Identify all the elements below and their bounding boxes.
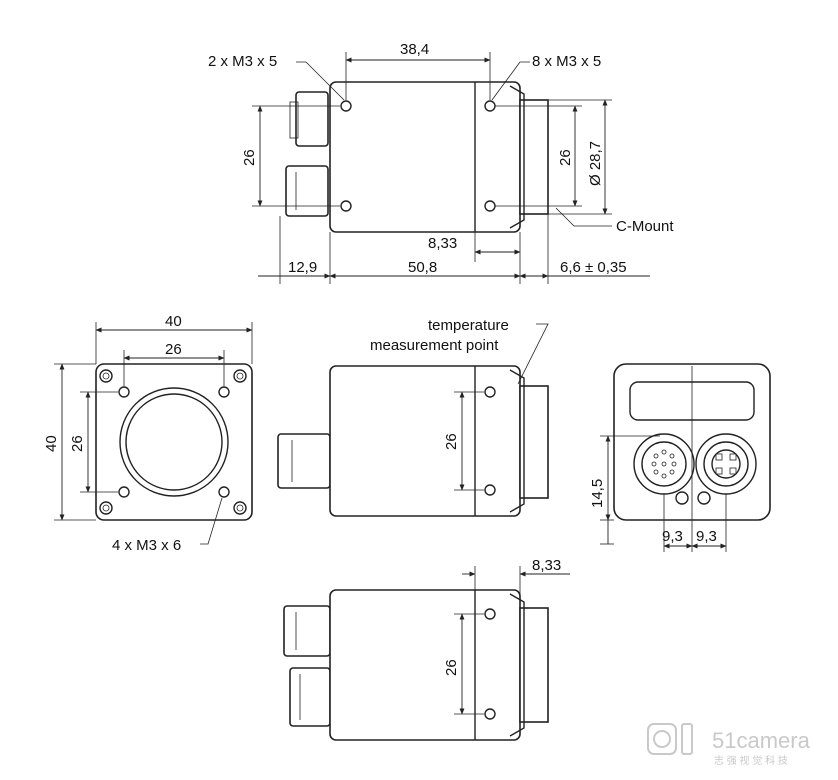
front-hole xyxy=(99,369,113,383)
side-camera-body xyxy=(329,365,521,517)
watermark-tagline: 志 强 视 觉 科 技 xyxy=(714,754,788,767)
temperature-label-line1: temperature xyxy=(428,317,509,334)
top-connector-len-label: 12,9 xyxy=(288,259,317,276)
watermark-brand: 51camera xyxy=(712,728,811,753)
side-connector xyxy=(277,433,331,489)
bottom-height-label: 26 xyxy=(443,659,460,676)
front-hole xyxy=(233,369,247,383)
top-holes-right-label: 8 x M3 x 5 xyxy=(532,53,601,70)
top-body-len-label: 50,8 xyxy=(408,259,437,276)
front-lens-opening xyxy=(119,387,229,497)
top-connector-upper xyxy=(295,91,329,147)
top-flange-label: 6,6 ± 0,35 xyxy=(560,259,627,276)
bottom-hole xyxy=(484,708,496,720)
top-holes-left-label: 2 x M3 x 5 xyxy=(208,53,277,70)
bottom-view: 26 8,33 xyxy=(283,557,570,741)
watermark-logo: 51camera 志 强 视 觉 科 技 xyxy=(647,723,811,767)
bottom-connector-lower xyxy=(289,667,331,727)
rear-connector-ethernet xyxy=(695,433,757,495)
front-hole xyxy=(218,486,230,498)
front-inner-height-label: 26 xyxy=(69,435,86,452)
front-hole xyxy=(118,486,130,498)
front-width-label: 40 xyxy=(165,313,182,330)
front-inner-width-label: 26 xyxy=(165,341,182,358)
rear-led xyxy=(697,491,711,505)
top-lens-inner-label: 26 xyxy=(557,149,574,166)
rear-pitch-left-label: 9,3 xyxy=(662,528,683,545)
front-holes-label: 4 x M3 x 6 xyxy=(112,537,181,554)
temperature-label-line2: measurement point xyxy=(370,337,499,354)
bottom-offset-label: 8,33 xyxy=(532,557,561,574)
front-view: 40 26 40 26 4 x M3 x 6 xyxy=(43,313,253,554)
top-camera-body xyxy=(329,81,521,233)
top-width-label: 38,4 xyxy=(400,41,429,58)
front-hole xyxy=(118,386,130,398)
top-hole xyxy=(340,200,352,212)
top-hole xyxy=(340,100,352,112)
top-lens-diameter-label: Ø 28,7 xyxy=(587,141,604,186)
front-plate xyxy=(95,363,253,521)
top-height-label: 26 xyxy=(241,149,258,166)
front-hole xyxy=(218,386,230,398)
bottom-camera-body xyxy=(329,589,521,741)
rear-height-label: 14,5 xyxy=(589,479,606,508)
top-connector-lower xyxy=(285,165,329,217)
front-height-label: 40 xyxy=(43,435,60,452)
rear-view: 14,5 9,3 9,3 xyxy=(589,363,771,552)
front-hole xyxy=(233,501,247,515)
side-hole xyxy=(484,386,496,398)
front-hole xyxy=(99,501,113,515)
top-view: 2 x M3 x 5 8 x M3 x 5 38,4 26 26 Ø 28,7 … xyxy=(208,41,674,284)
c-mount-label: C-Mount xyxy=(616,218,674,235)
side-view: 26 temperature measurement point xyxy=(277,317,549,517)
bottom-connector-upper xyxy=(283,605,331,657)
rear-pitch-right-label: 9,3 xyxy=(696,528,717,545)
top-offset-label: 8,33 xyxy=(428,235,457,252)
side-hole xyxy=(484,484,496,496)
side-height-label: 26 xyxy=(443,433,460,450)
bottom-hole xyxy=(484,608,496,620)
rear-led xyxy=(675,491,689,505)
